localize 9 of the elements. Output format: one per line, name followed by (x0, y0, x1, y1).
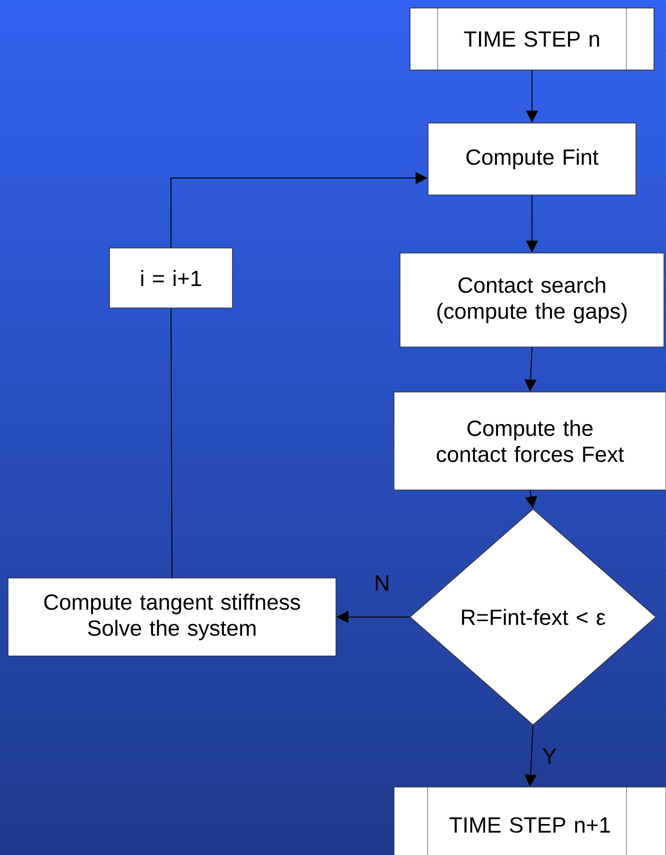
process-box: Contact search (compute the gaps) (400, 252, 664, 348)
process-box: Compute Fint (428, 122, 636, 196)
edge-label: Y (542, 748, 556, 764)
predefined-process-box: TIME STEP n (410, 7, 654, 71)
process-box: i = i+1 (109, 248, 233, 308)
process-box: Compute tangent stiffness Solve the system (8, 578, 336, 656)
process-box: Compute the contact forces Fext (394, 392, 666, 490)
edge-label: N (376, 575, 388, 591)
predefined-process-box: TIME STEP n+1 (394, 786, 666, 855)
